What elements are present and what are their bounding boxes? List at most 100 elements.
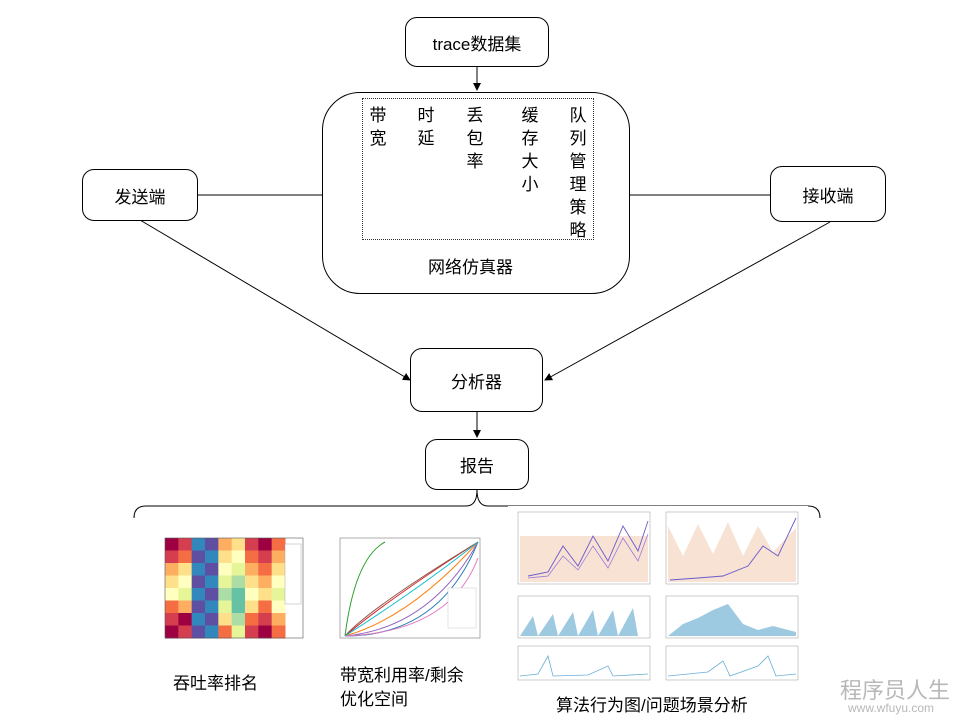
heatmap-cell <box>271 613 286 626</box>
heatmap-cell <box>178 588 193 601</box>
heatmap-cell <box>218 588 233 601</box>
heatmap-cell <box>165 613 179 626</box>
heatmap-cell <box>191 625 206 639</box>
algorithm-behavior-thumbnail <box>508 506 808 686</box>
heatmap-cell <box>178 563 193 576</box>
heatmap-cell <box>271 575 286 589</box>
heatmap-cell <box>165 575 179 589</box>
heatmap-cell <box>165 563 179 576</box>
heatmap-cell <box>245 600 259 614</box>
bandwidth-curve <box>344 557 479 637</box>
algorithm-panel-top-right <box>665 511 799 585</box>
heatmap-cell <box>258 575 273 589</box>
heatmap-cells <box>165 538 286 639</box>
heatmap-cell <box>258 625 273 639</box>
heatmap-cell <box>205 538 219 551</box>
heatmap-cell <box>245 550 259 564</box>
trace-dataset-label: trace数据集 <box>432 34 522 54</box>
arrow-receiver-to-analyzer <box>544 221 831 381</box>
heatmap-cell <box>258 563 273 576</box>
heatmap-cell <box>205 613 219 626</box>
algorithm-panel-top-left <box>517 511 651 585</box>
heatmap-cell <box>205 625 219 639</box>
bandwidth-curve <box>344 541 479 637</box>
heatmap-cell <box>245 588 259 601</box>
heatmap-cell <box>191 538 206 551</box>
throughput-heatmap-thumbnail <box>140 528 310 648</box>
heatmap-cell <box>271 563 286 576</box>
algorithm-panel-mid-right <box>665 595 799 639</box>
heatmap-cell <box>165 600 179 614</box>
emulator-params-box <box>362 98 594 240</box>
watermark-title: 程序员人生 <box>840 678 951 703</box>
heatmap-cell <box>191 550 206 564</box>
heatmap-cell <box>231 613 246 626</box>
heatmap-cell <box>191 563 206 576</box>
heatmap-cell <box>165 538 179 551</box>
heatmap-cell <box>258 613 273 626</box>
network-emulator-box <box>322 92 630 294</box>
heatmap-cell <box>271 625 286 639</box>
bandwidth-curve <box>344 541 386 637</box>
heatmap-cell <box>191 575 206 589</box>
heatmap-cell <box>165 588 179 601</box>
watermark-url: www.wfuyu.com <box>848 701 935 715</box>
heatmap-cell <box>218 550 233 564</box>
heatmap-cell <box>218 600 233 614</box>
heatmap-cell <box>245 538 259 551</box>
heatmap-cell <box>191 588 206 601</box>
heatmap-cell <box>205 588 219 601</box>
bandwidth-utilization-caption-line2: 优化空间 <box>340 690 408 709</box>
heatmap-cell <box>231 550 246 564</box>
heatmap-cell <box>165 550 179 564</box>
analyzer-box: 分析器 <box>410 348 543 412</box>
throughput-ranking-caption: 吞吐率排名 <box>173 674 258 693</box>
heatmap-cell <box>178 600 193 614</box>
emulator-label: 网络仿真器 <box>428 258 513 277</box>
bandwidth-utilization-caption-line1: 带宽利用率/剩余 <box>340 666 464 685</box>
heatmap-cell <box>231 538 246 551</box>
heatmap-cell <box>245 625 259 639</box>
receiver-label: 接收端 <box>802 186 854 206</box>
bandwidth-usage-curves <box>344 541 479 637</box>
heatmap-cell <box>245 563 259 576</box>
heatmap-cell <box>191 613 206 626</box>
heatmap-cell <box>178 550 193 564</box>
trace-dataset-box: trace数据集 <box>405 17 549 67</box>
report-label: 报告 <box>460 457 494 476</box>
heatmap-cell <box>218 625 233 639</box>
sender-box: 发送端 <box>82 169 198 221</box>
sender-label: 发送端 <box>114 187 166 207</box>
heatmap-cell <box>178 575 193 589</box>
bandwidth-curve <box>344 541 479 637</box>
heatmap-cell <box>178 625 193 639</box>
bandwidth-curve <box>344 541 479 637</box>
heatmap-cell <box>231 600 246 614</box>
heatmap-cell <box>271 600 286 614</box>
heatmap-cell <box>191 600 206 614</box>
heatmap-cell <box>218 563 233 576</box>
algorithm-panel-mid-left <box>517 595 651 639</box>
heatmap-cell <box>165 625 179 639</box>
heatmap-cell <box>218 575 233 589</box>
heatmap-cell <box>231 625 246 639</box>
heatmap-cell <box>271 588 286 601</box>
heatmap-cell <box>258 550 273 564</box>
bandwidth-curve <box>344 541 479 637</box>
bandwidth-usage-thumbnail <box>330 528 490 648</box>
param-bandwidth: 带宽 <box>369 106 387 148</box>
heatmap-cell <box>205 563 219 576</box>
heatmap-cell <box>218 613 233 626</box>
heatmap-cell <box>205 550 219 564</box>
heatmap-cell <box>178 613 193 626</box>
heatmap-cell <box>231 563 246 576</box>
heatmap-cell <box>205 600 219 614</box>
heatmap-cell <box>271 550 286 564</box>
heatmap-cell <box>178 538 193 551</box>
report-box: 报告 <box>425 439 529 490</box>
heatmap-cell <box>218 538 233 551</box>
heatmap-cell <box>258 600 273 614</box>
param-latency: 时延 <box>417 106 435 148</box>
param-buffer-size: 缓存大小 <box>521 106 539 194</box>
